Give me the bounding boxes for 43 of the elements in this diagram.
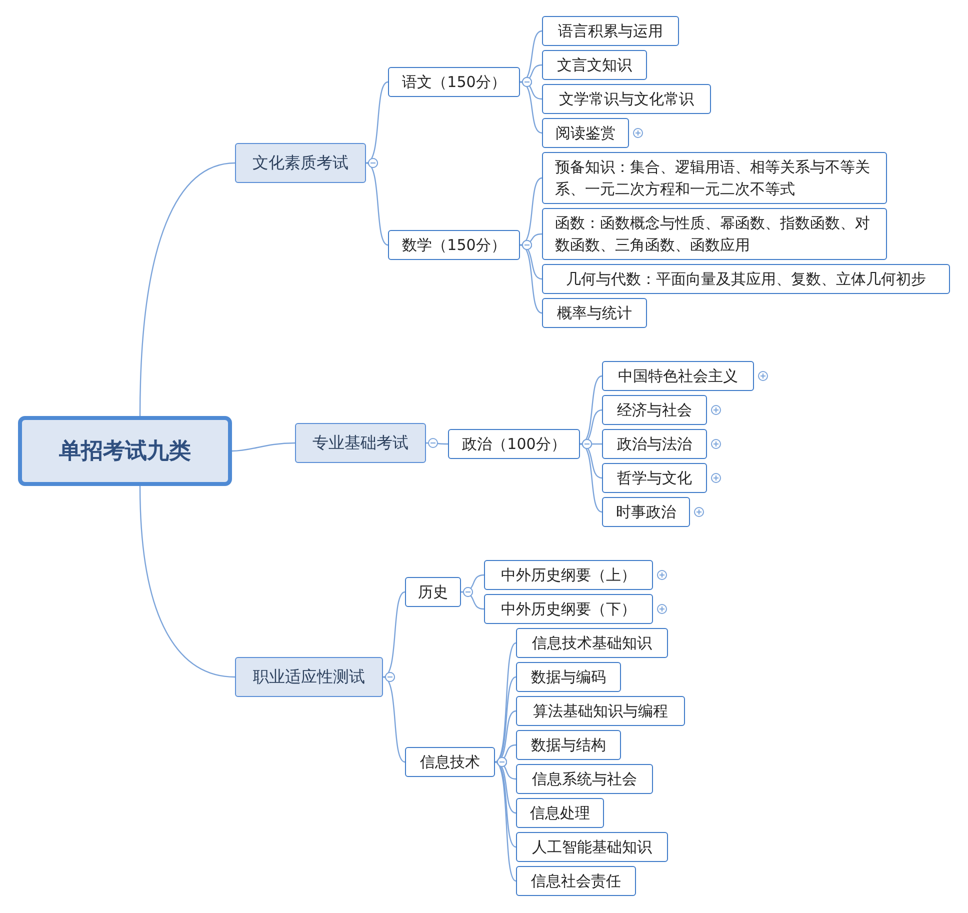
connector-line xyxy=(139,486,236,678)
leaf-topic: 几何与代数：平面向量及其应用、复数、立体几何初步 xyxy=(542,264,950,294)
main-topic: 文化素质考试 xyxy=(235,143,366,183)
leaf-topic: 数据与编码 xyxy=(516,662,621,692)
leaf-topic: 语言积累与运用 xyxy=(542,16,679,46)
subtopic: 信息技术 xyxy=(405,747,495,777)
leaf-topic: 阅读鉴赏 xyxy=(542,118,629,148)
leaf-topic: 哲学与文化 xyxy=(602,463,707,493)
leaf-topic: 信息社会责任 xyxy=(516,866,636,896)
leaf-topic: 算法基础知识与编程 xyxy=(516,696,685,726)
subtopic: 语文（150分） xyxy=(388,67,520,97)
leaf-topic: 信息技术基础知识 xyxy=(516,628,668,658)
leaf-topic: 人工智能基础知识 xyxy=(516,832,668,862)
connector-line xyxy=(366,158,388,246)
connector-line xyxy=(382,672,406,763)
connector-line xyxy=(580,439,602,513)
leaf-topic: 概率与统计 xyxy=(542,298,647,328)
subtopic: 历史 xyxy=(405,577,461,607)
leaf-topic: 中外历史纲要（上） xyxy=(484,560,653,590)
leaf-topic: 信息系统与社会 xyxy=(516,764,653,794)
connector-line xyxy=(139,162,236,416)
leaf-topic: 预备知识：集合、逻辑用语、相等关系与不等关系、一元二次方程和一元二次不等式 xyxy=(542,152,887,204)
leaf-topic: 时事政治 xyxy=(602,497,690,527)
subtopic: 数学（150分） xyxy=(388,230,520,260)
leaf-topic: 经济与社会 xyxy=(602,395,707,425)
leaf-topic: 文学常识与文化常识 xyxy=(542,84,711,114)
leaf-topic: 政治与法治 xyxy=(602,429,707,459)
leaf-topic: 数据与结构 xyxy=(516,730,621,760)
connector-line xyxy=(520,240,542,314)
connector-line xyxy=(426,438,448,448)
connector-line xyxy=(520,77,542,134)
main-topic: 职业适应性测试 xyxy=(235,657,383,697)
leaf-topic: 文言文知识 xyxy=(542,50,647,80)
leaf-topic: 信息处理 xyxy=(516,798,604,828)
subtopic: 政治（100分） xyxy=(448,429,580,459)
connector-line xyxy=(232,442,296,452)
main-topic: 专业基础考试 xyxy=(295,423,426,463)
leaf-topic: 中外历史纲要（下） xyxy=(484,594,653,624)
leaf-topic: 中国特色社会主义 xyxy=(602,361,754,391)
connector-line xyxy=(494,757,516,882)
connector-line xyxy=(460,587,484,610)
root-topic: 单招考试九类 xyxy=(18,416,232,486)
leaf-topic: 函数：函数概念与性质、幂函数、指数函数、对数函数、三角函数、函数应用 xyxy=(542,208,887,260)
